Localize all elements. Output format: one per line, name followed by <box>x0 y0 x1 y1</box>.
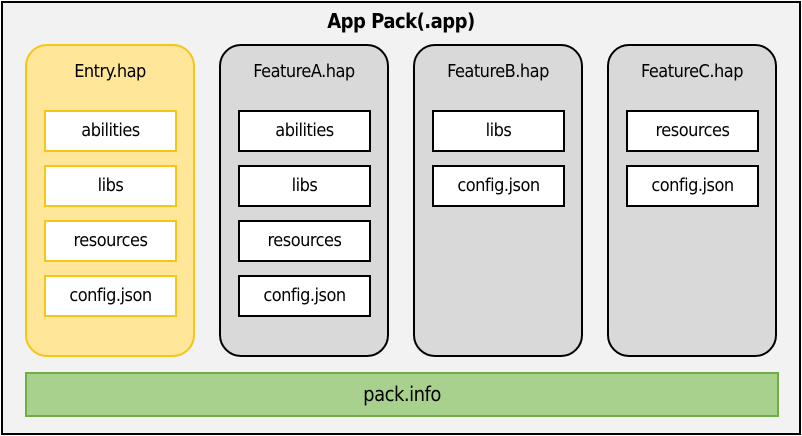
module-item-abilities: abilities <box>238 110 371 152</box>
app-pack-title: App Pack(.app) <box>327 9 475 33</box>
module-title: FeatureC.hap <box>641 61 743 82</box>
module-featurea-hap: FeatureA.hap abilities libs resources co… <box>219 44 389 357</box>
module-item-libs: libs <box>238 165 371 207</box>
module-item-resources: resources <box>626 110 759 152</box>
module-featureb-hap: FeatureB.hap libs config.json <box>413 44 583 357</box>
module-item-config-json: config.json <box>238 275 371 317</box>
module-entry-hap: Entry.hap abilities libs resources confi… <box>25 44 195 357</box>
module-item-resources: resources <box>238 220 371 262</box>
module-item-resources: resources <box>44 220 177 262</box>
module-title: Entry.hap <box>74 61 146 82</box>
module-item-libs: libs <box>44 165 177 207</box>
module-item-config-json: config.json <box>432 165 565 207</box>
module-featurec-hap: FeatureC.hap resources config.json <box>607 44 777 357</box>
module-item-abilities: abilities <box>44 110 177 152</box>
module-item-config-json: config.json <box>44 275 177 317</box>
module-title: FeatureB.hap <box>447 61 549 82</box>
module-title: FeatureA.hap <box>253 61 355 82</box>
module-item-config-json: config.json <box>626 165 759 207</box>
module-item-libs: libs <box>432 110 565 152</box>
pack-info-bar: pack.info <box>25 372 779 417</box>
